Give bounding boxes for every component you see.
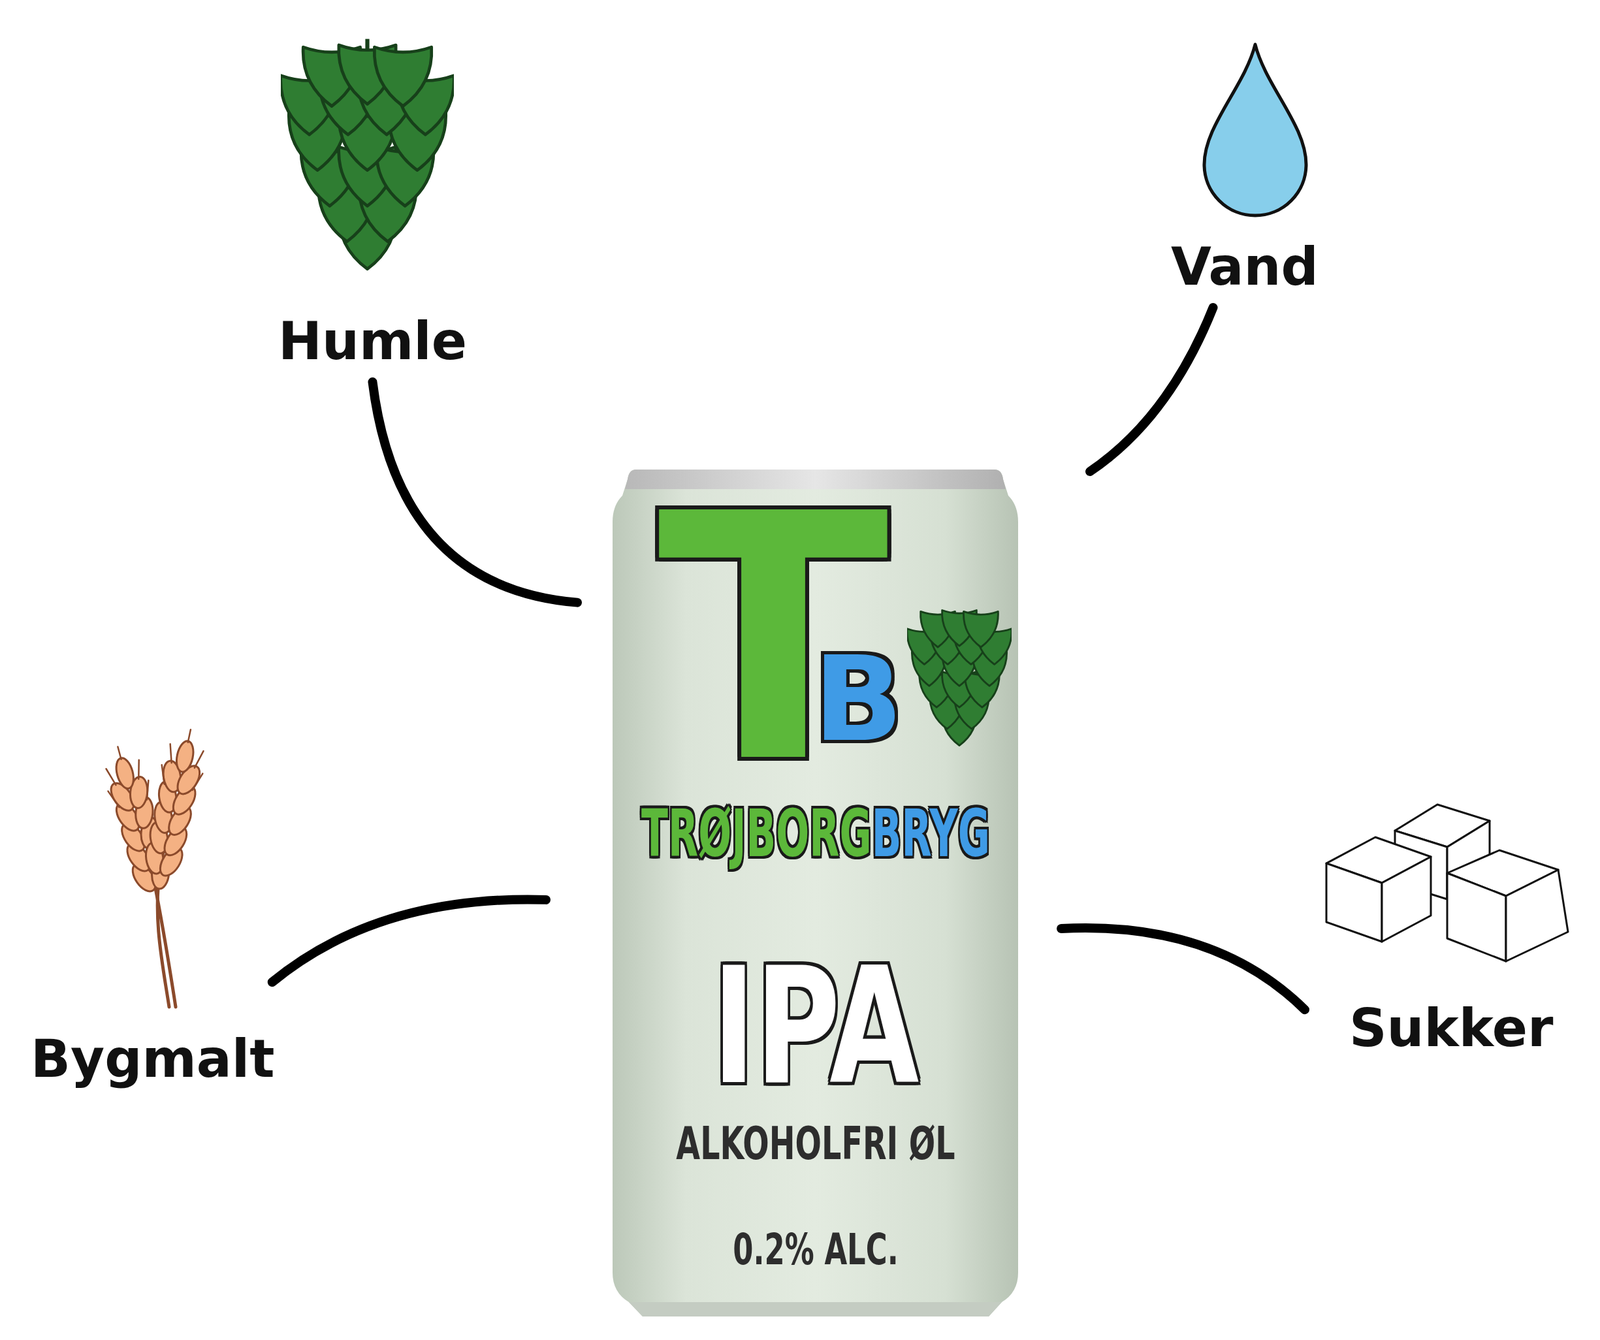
sugar-cubes-icon xyxy=(1316,801,1572,970)
hop-cone xyxy=(280,45,454,270)
barley-icon xyxy=(71,729,230,1011)
ingredient-label: Bygmalt xyxy=(25,1027,280,1091)
ingredient-label: Vand xyxy=(1165,235,1324,299)
alcohol-content: 0.2% ALC. xyxy=(732,1228,898,1272)
beer-can: TB TRØJBORGBRYG IPA ALKOHOLFRI ØL 0.2% ALC. xyxy=(609,469,1021,1317)
ingredient-label: Humle xyxy=(272,310,473,373)
connector-line xyxy=(1061,928,1305,1010)
barley-stem xyxy=(157,869,170,1008)
can-base xyxy=(628,1302,1002,1317)
barley-ear xyxy=(137,724,212,882)
ingredient-label: Sukker xyxy=(1344,997,1559,1060)
connector-line xyxy=(272,899,546,983)
logo-letter: B xyxy=(813,640,903,759)
product-type: ALKOHOLFRI ØL xyxy=(675,1120,955,1167)
ingredient-name: Bygmalt xyxy=(30,1030,275,1088)
can-body xyxy=(612,469,1019,1317)
cube-face xyxy=(1381,856,1431,942)
connector-line xyxy=(372,382,578,603)
water-drop xyxy=(1204,44,1307,216)
brand-name: TRØJBORG xyxy=(641,801,872,867)
ingredient-name: Humle xyxy=(278,312,467,371)
logo-hop xyxy=(907,610,1012,746)
cube-face xyxy=(1326,863,1382,942)
water-drop-icon xyxy=(1199,40,1312,220)
connector-line xyxy=(1089,307,1214,472)
hop-stem xyxy=(365,39,369,50)
brand-name: BRYG xyxy=(871,801,990,867)
logo-letter: T xyxy=(657,469,890,810)
cube-face xyxy=(1447,873,1506,962)
brand-row: TRØJBORGBRYG xyxy=(641,801,991,867)
beer-style: IPA xyxy=(711,946,919,1107)
ingredient-name: Vand xyxy=(1170,238,1319,296)
ingredient-name: Sukker xyxy=(1349,999,1554,1058)
cube-face xyxy=(1505,869,1568,962)
hop-icon xyxy=(280,40,454,276)
